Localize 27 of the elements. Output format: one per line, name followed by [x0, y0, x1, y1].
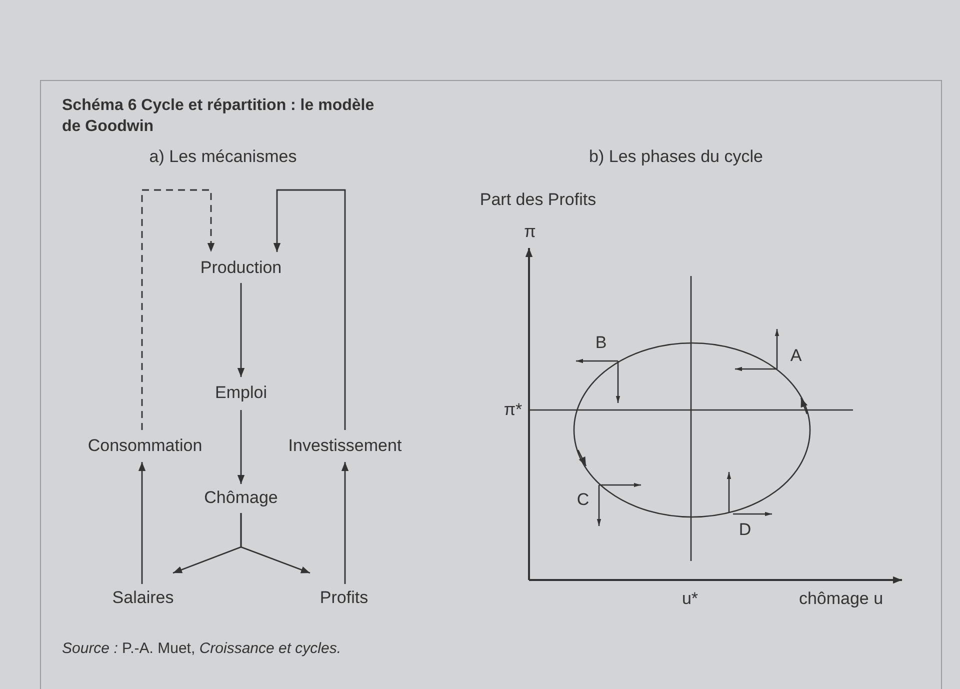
phase-letter: C: [576, 490, 590, 510]
axis-title: chômage u: [798, 589, 884, 609]
arrow: [237, 410, 245, 484]
axis-tick-label: π*: [504, 400, 522, 420]
phase-letter: B: [595, 333, 607, 353]
concept-label: Profits: [316, 586, 372, 610]
phase-letter: A: [790, 346, 802, 366]
phase-letter: D: [738, 520, 752, 540]
arrow: [341, 462, 349, 584]
concept-label: Emploi: [212, 381, 270, 405]
concept-label: Production: [197, 256, 285, 280]
arrow: [237, 283, 245, 377]
arrow: [240, 513, 310, 574]
concept-label: Chômage: [201, 486, 281, 510]
arrow: [273, 189, 346, 430]
concept-label: Salaires: [109, 586, 177, 610]
axis-title: Part des Profits: [480, 190, 596, 210]
source-note: Source : P.-A. Muet, Croissance et cycles.: [62, 640, 342, 657]
figure-title: Schéma 6 Cycle et répartition : le modèle de Goodwin: [62, 96, 376, 137]
axis-tick-label: u*: [682, 589, 698, 609]
panel-heading: b) Les phases du cycle: [589, 147, 763, 167]
concept-label: Consommation: [84, 434, 206, 458]
panel-heading: a) Les mécanismes: [149, 147, 297, 167]
arrow: [141, 189, 215, 430]
arrow: [138, 462, 146, 584]
axis-symbol: π: [524, 222, 536, 242]
concept-label: Investissement: [285, 434, 405, 458]
